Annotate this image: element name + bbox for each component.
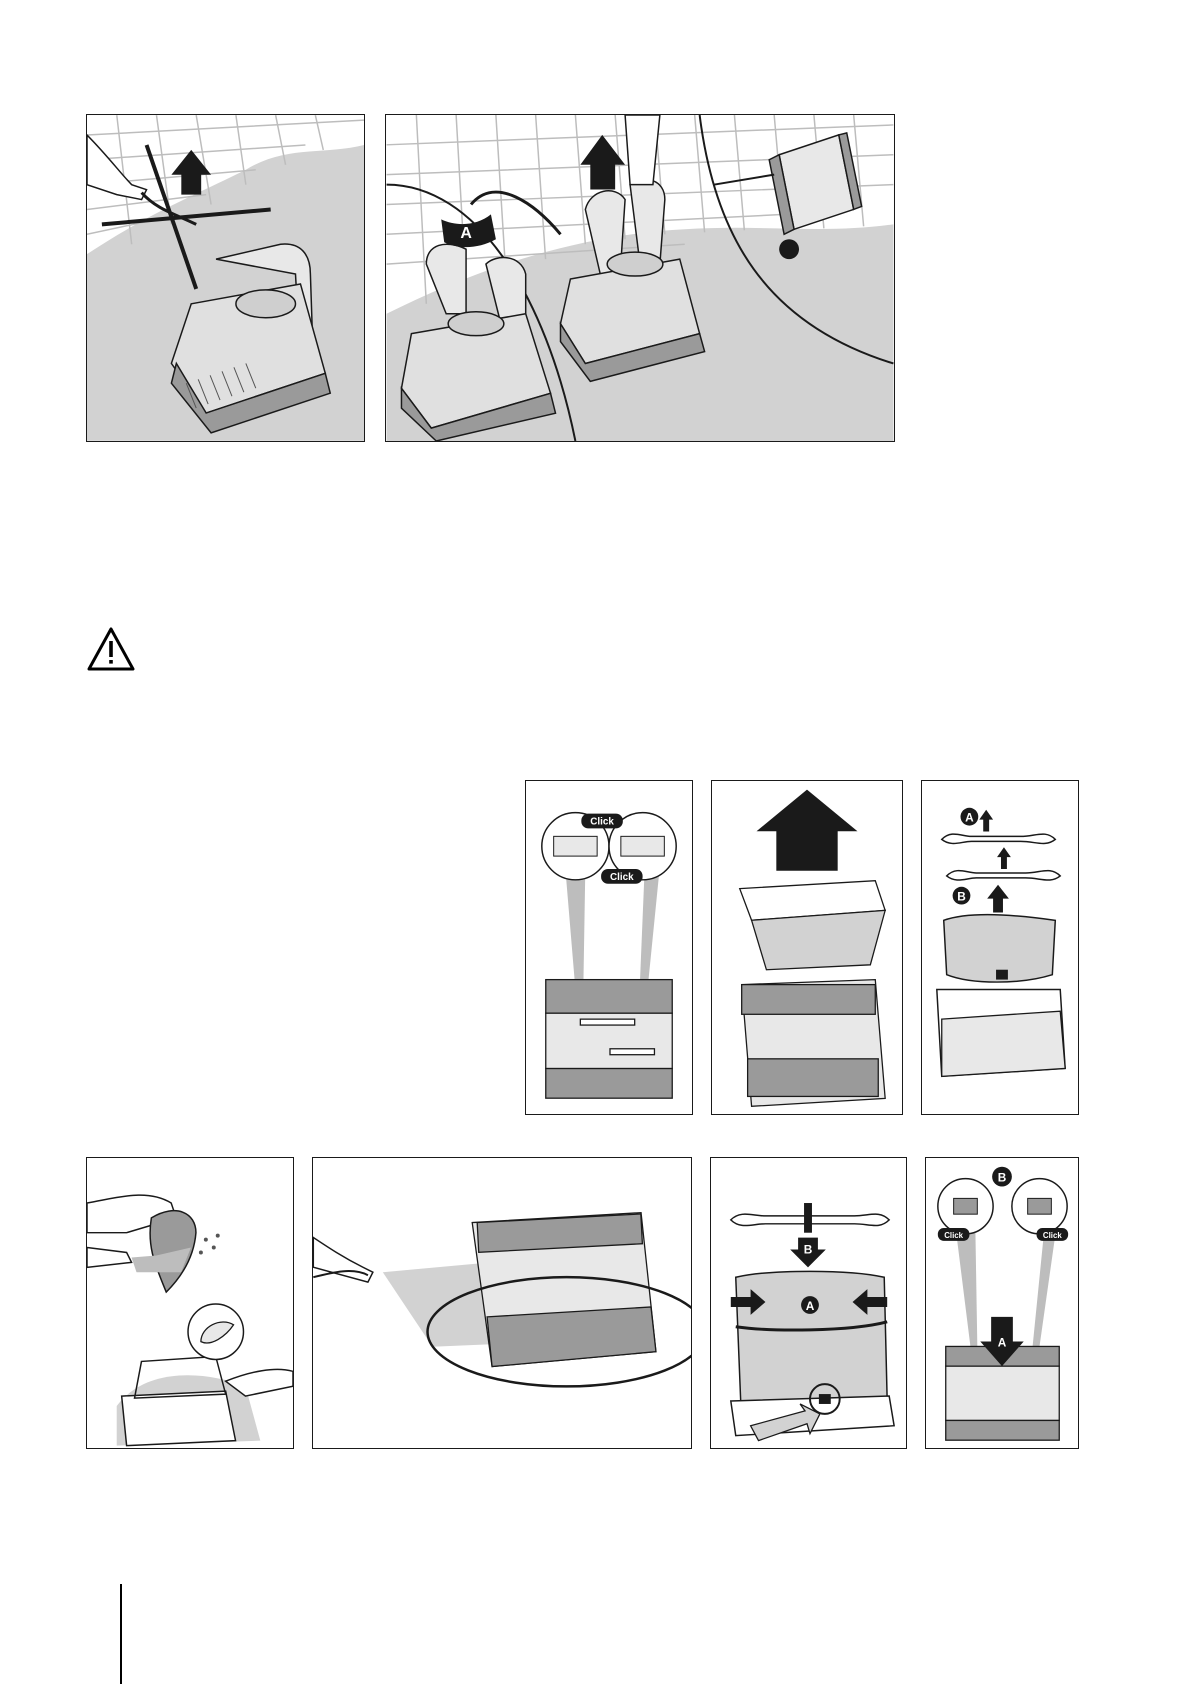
illustration-close-filter-cover: B Click Click A (925, 1157, 1079, 1449)
illustration-lift-filter-cover (711, 780, 903, 1115)
illustration-rinse-filter-bag (86, 1157, 294, 1449)
label-a: A (806, 1299, 815, 1313)
click-label: Click (1043, 1231, 1062, 1240)
illustration-reinsert-filter-bag: B A (710, 1157, 907, 1449)
label-b: B (998, 1171, 1007, 1185)
illustration-unlock-filter-cover: Click Click (525, 780, 693, 1115)
warning-icon (86, 626, 136, 672)
footer-divider (120, 1584, 122, 1684)
label-a: A (460, 225, 472, 242)
click-label: Click (944, 1231, 963, 1240)
illustration-do-not-lift-by-cable (86, 114, 365, 442)
click-label: Click (590, 816, 614, 827)
label-a: A (998, 1335, 1007, 1349)
label-b: B (957, 890, 966, 904)
illustration-remove-filter-bag: A B (921, 780, 1079, 1115)
illustration-rinse-brushes (312, 1157, 692, 1449)
click-label: Click (610, 872, 634, 883)
illustration-lift-by-handle: A (385, 114, 895, 442)
label-b: B (804, 1243, 813, 1257)
label-a: A (965, 811, 974, 825)
